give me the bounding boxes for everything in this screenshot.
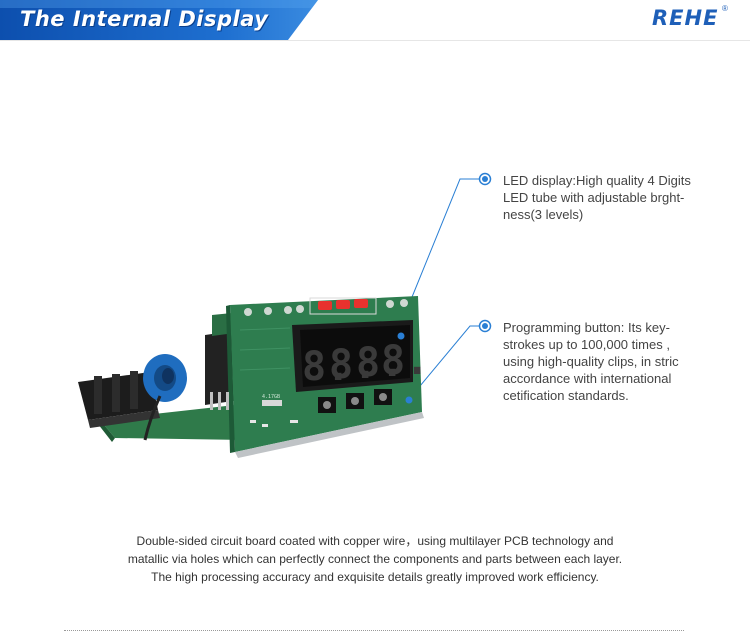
- board-chip-label: 4.17GB: [262, 394, 280, 400]
- callout-programming-button: Programming button: Its key- strokes up …: [503, 319, 733, 404]
- led-digit-3: 8.: [356, 340, 404, 386]
- product-description: Double-sided circuit board coated with c…: [60, 532, 690, 586]
- callout-text-line: LED display:High quality 4 Digits: [503, 173, 691, 188]
- footer-dotted-divider: [64, 630, 684, 631]
- indicator-blue-led-2: [405, 396, 413, 404]
- callout-text-line: using high-quality clips, in stric: [503, 354, 679, 369]
- callout-text-line: strokes up to 100,000 times ,: [503, 337, 670, 352]
- led-digit-2: 8.: [329, 342, 377, 388]
- callout-text-line: cetification standards.: [503, 388, 629, 403]
- callout-text-line: ness(3 levels): [503, 207, 584, 222]
- description-line: The high processing accuracy and exquisi…: [151, 570, 599, 584]
- description-line: Double-sided circuit board coated with c…: [136, 534, 614, 548]
- back-pcb: [100, 405, 245, 440]
- header-divider: [0, 40, 750, 41]
- status-led-1: [318, 301, 332, 310]
- callout-led-display: LED display:High quality 4 Digits LED tu…: [503, 172, 733, 223]
- callout-text-line: Programming button: Its key-: [503, 320, 670, 335]
- description-line: matallic via holes which can perfectly c…: [127, 552, 623, 566]
- logo-registered-mark: ®: [722, 4, 728, 13]
- page-title: The Internal Display: [20, 7, 269, 31]
- status-led-3: [354, 299, 368, 308]
- page-header: The Internal Display REHE ®: [0, 0, 750, 40]
- led-digit-4: 8.: [381, 338, 429, 384]
- callout-text-line: LED tube with adjustable brght-: [503, 190, 685, 205]
- indicator-blue-led: [397, 332, 405, 340]
- led-digit-1: 8.: [302, 344, 350, 390]
- brand-logo: REHE: [652, 6, 719, 30]
- title-banner: [0, 0, 318, 40]
- callout-1-leader-line: [409, 178, 484, 303]
- callout-text-line: accordance with international: [503, 371, 672, 386]
- status-led-2: [336, 300, 350, 309]
